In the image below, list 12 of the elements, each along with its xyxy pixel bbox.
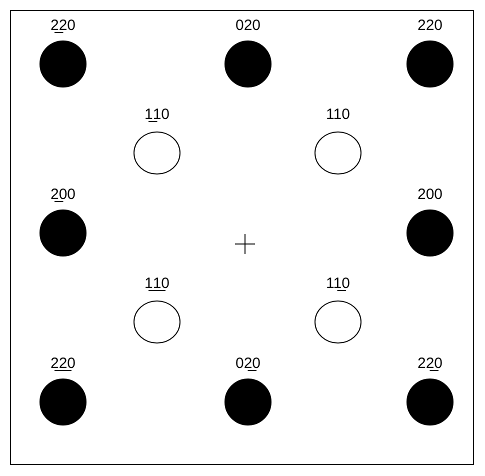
miller-index: 200 xyxy=(416,186,444,204)
miller-index: 2̲2̲0 xyxy=(49,355,77,373)
miller-index: 020 xyxy=(234,17,262,35)
miller-index: 2̲00 xyxy=(49,186,77,204)
miller-index: 220 xyxy=(416,17,444,35)
miller-index: 02̲0 xyxy=(234,355,262,373)
miller-index: 22̲0 xyxy=(416,355,444,373)
miller-index: 2̲20 xyxy=(49,17,77,35)
miller-index: 110 xyxy=(325,106,351,124)
miller-index: 11̲0 xyxy=(325,275,351,293)
miller-index: 1̲1̲0 xyxy=(143,275,171,293)
miller-index: 1̲10 xyxy=(143,106,171,124)
